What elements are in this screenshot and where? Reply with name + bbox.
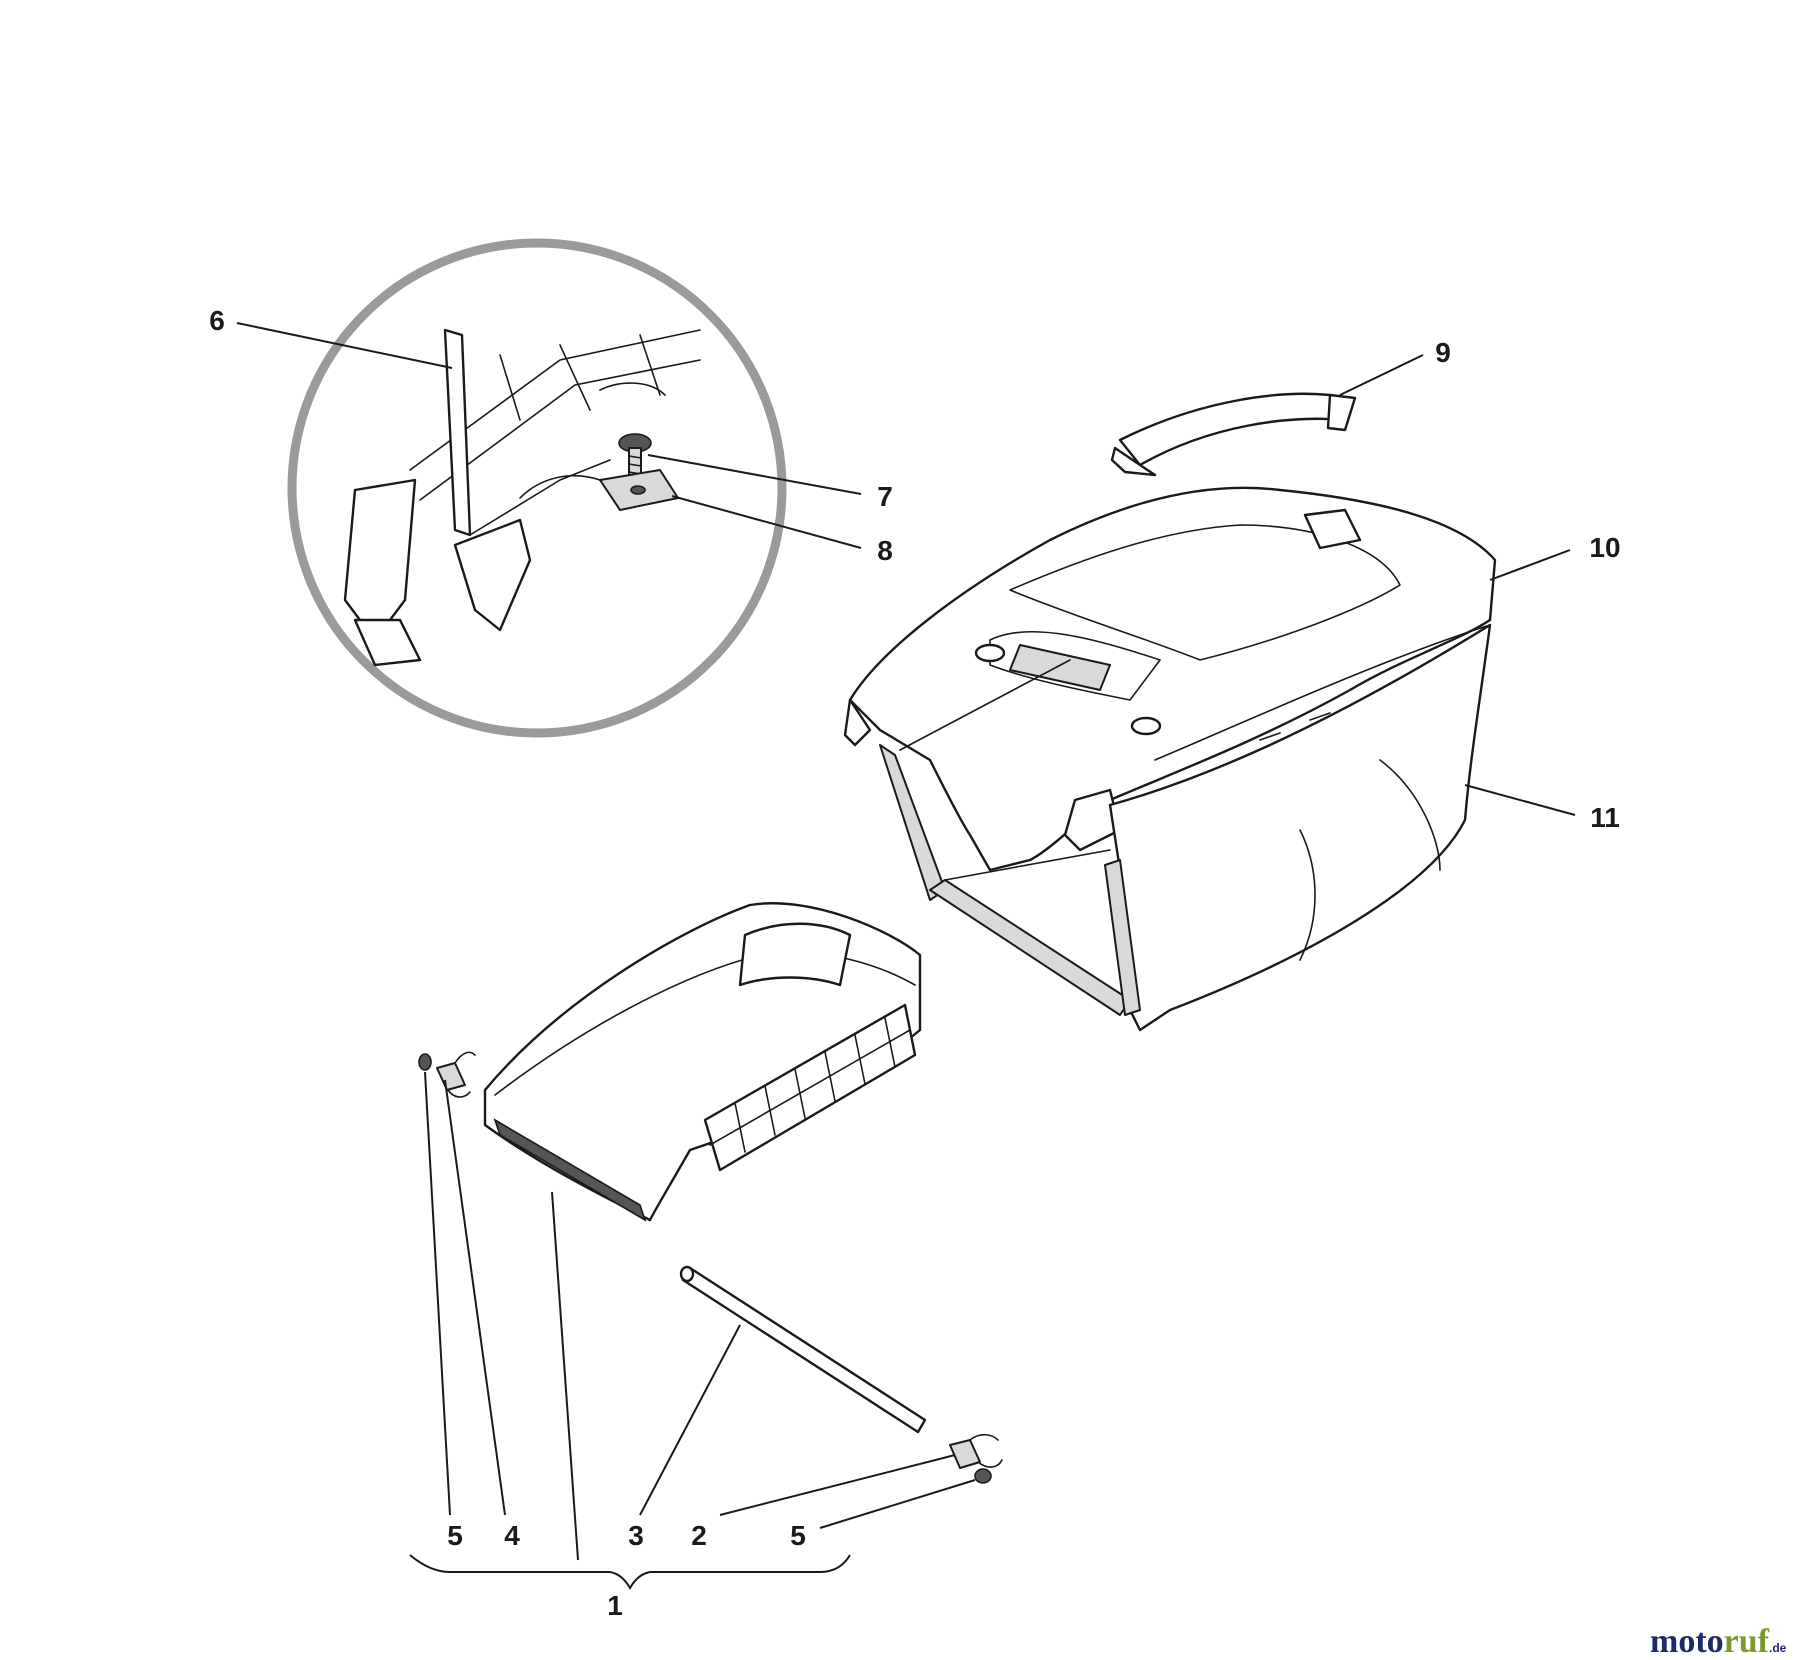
leader-6 bbox=[236, 322, 453, 369]
group-brace bbox=[409, 1554, 851, 1591]
motoruf-logo: motoruf.de bbox=[1650, 1623, 1787, 1660]
callout-2: 2 bbox=[691, 1520, 707, 1551]
carry-handle bbox=[1110, 392, 1357, 477]
detail-frame bbox=[343, 328, 701, 667]
leader-3 bbox=[639, 1324, 741, 1516]
callout-4: 4 bbox=[504, 1520, 520, 1551]
warning-label bbox=[703, 1003, 917, 1172]
callout-6: 6 bbox=[209, 305, 225, 336]
leader-4 bbox=[444, 1079, 506, 1516]
callout-11: 11 bbox=[1590, 802, 1620, 833]
leader-1 bbox=[551, 1191, 579, 1561]
leader-11 bbox=[1464, 784, 1576, 816]
callout-1: 1 bbox=[607, 1590, 623, 1621]
clip-left bbox=[418, 1053, 432, 1071]
svg-text:motoruf.de: motoruf.de bbox=[1650, 1623, 1787, 1660]
bag-body bbox=[879, 623, 1492, 1032]
leader-9 bbox=[1339, 354, 1424, 396]
leader-2 bbox=[719, 1454, 956, 1516]
brand-tld: .de bbox=[1769, 1641, 1787, 1655]
detail-inset bbox=[287, 238, 787, 738]
callout-10: 10 bbox=[1589, 532, 1620, 563]
leader-8 bbox=[671, 495, 862, 549]
callout-8: 8 bbox=[877, 535, 893, 566]
bag-top-cover bbox=[843, 486, 1497, 872]
spring-right bbox=[949, 1433, 1003, 1469]
hinge-rod bbox=[679, 1265, 927, 1434]
callout-5-right: 5 bbox=[790, 1520, 806, 1551]
leader-7 bbox=[647, 454, 862, 495]
callout-9: 9 bbox=[1435, 337, 1451, 368]
clip-right bbox=[974, 1468, 992, 1484]
brand-ruf: ruf bbox=[1724, 1623, 1770, 1660]
callout-3: 3 bbox=[628, 1520, 644, 1551]
spring-left bbox=[436, 1051, 476, 1098]
callout-7: 7 bbox=[877, 481, 893, 512]
leader-5a bbox=[424, 1071, 451, 1516]
washer-plate bbox=[599, 469, 679, 511]
callout-labels: 6 7 8 9 10 11 5 4 3 2 5 1 bbox=[209, 305, 1620, 1621]
fixing-arrow bbox=[519, 474, 601, 499]
callout-5-left: 5 bbox=[447, 1520, 463, 1551]
leader-10 bbox=[1489, 549, 1571, 581]
detail-ring bbox=[287, 238, 787, 738]
leader-5b bbox=[819, 1479, 976, 1529]
brand-moto: moto bbox=[1650, 1623, 1724, 1660]
leader-lines bbox=[236, 322, 1576, 1591]
rear-flap bbox=[483, 902, 922, 1222]
